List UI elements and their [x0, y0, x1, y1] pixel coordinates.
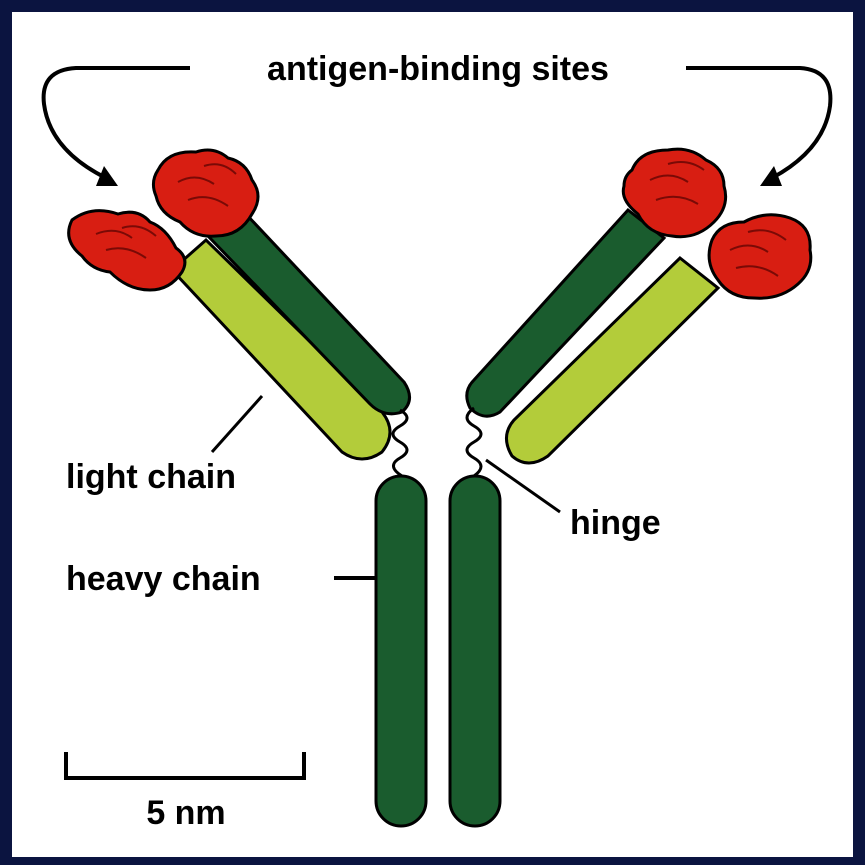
- scale-bar: [66, 752, 304, 778]
- heavy-chain-stem-right: [450, 476, 500, 826]
- hinge-linker-left: [393, 410, 407, 476]
- heavy-chain-stem-left: [376, 476, 426, 826]
- hinge-linker-right: [467, 408, 481, 476]
- light-chain-label: light chain: [66, 458, 236, 496]
- hinge-label: hinge: [570, 504, 661, 542]
- left-heavy-antigen-site: [153, 150, 258, 236]
- light-chain-leader-line: [212, 396, 262, 452]
- antigen-binding-sites-label: antigen-binding sites: [267, 50, 609, 88]
- heavy-chain-label: heavy chain: [66, 560, 261, 598]
- left-light-antigen-site: [69, 211, 185, 290]
- scale-bar-label: 5 nm: [146, 794, 225, 832]
- right-light-antigen-site: [709, 215, 811, 298]
